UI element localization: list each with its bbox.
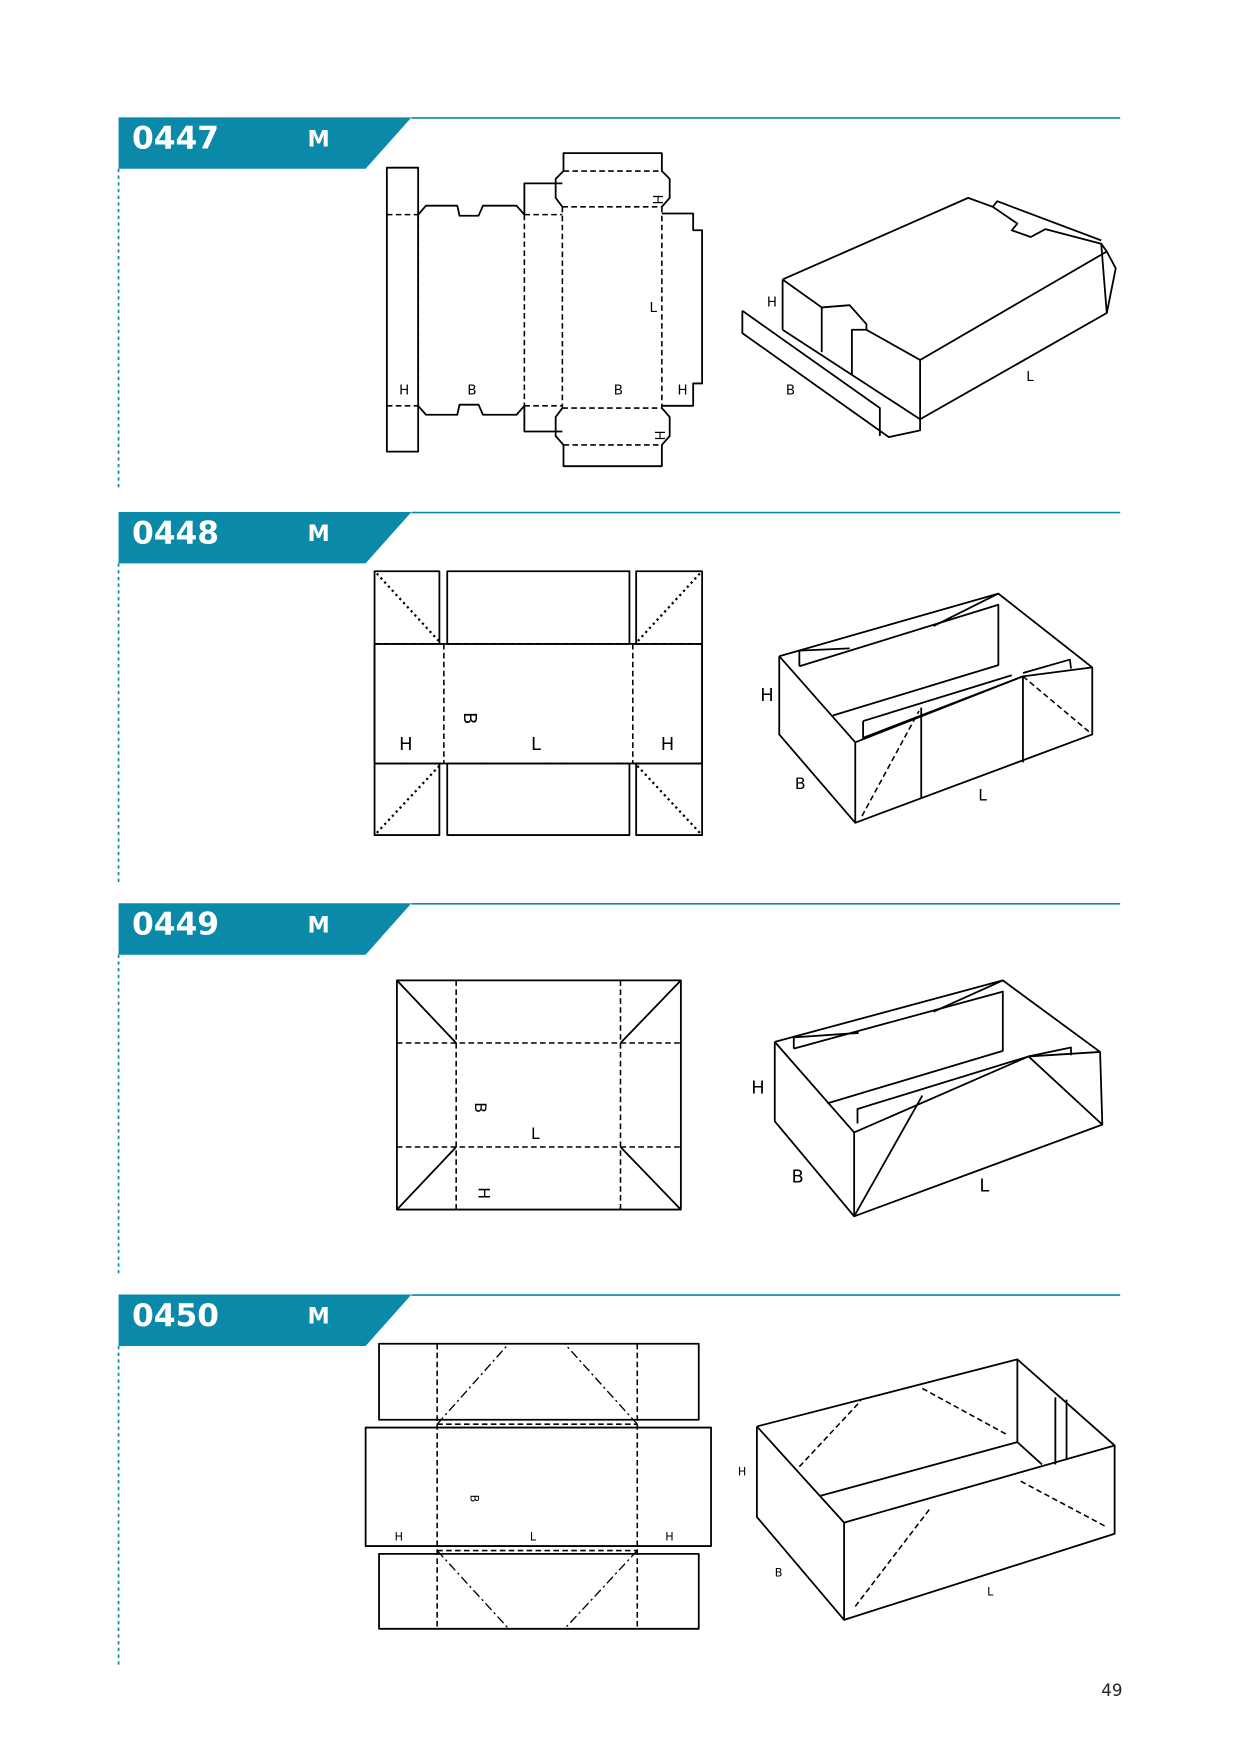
label-b: B xyxy=(786,384,795,399)
die-cut-drawing-0448: H L H B xyxy=(373,570,704,836)
page-number: 49 xyxy=(1101,1680,1122,1700)
section-header-0448: 0448 M xyxy=(117,511,1121,885)
section-header-0449: 0449 M xyxy=(117,902,1121,1276)
label-h: H xyxy=(475,1187,494,1199)
die-cut-drawing-0447: H B B H L H H xyxy=(385,152,704,468)
box-code: 0447 xyxy=(132,121,219,157)
label-h: H xyxy=(399,384,409,399)
section-header-0450: 0450 M xyxy=(117,1294,1121,1668)
box-3d-drawing-0450: H B L xyxy=(738,1358,1116,1621)
header-banner xyxy=(118,512,412,564)
label-h: H xyxy=(760,685,773,706)
material-code: M xyxy=(307,126,329,152)
label-h: H xyxy=(751,1077,764,1098)
label-h: H xyxy=(651,430,666,440)
label-b: B xyxy=(775,1566,783,1579)
label-b: B xyxy=(471,1102,490,1113)
die-cut-drawing-0449: B L H xyxy=(396,979,682,1211)
label-l: L xyxy=(650,301,658,316)
box-code: 0448 xyxy=(132,515,219,551)
header-banner xyxy=(118,903,412,955)
section-header-0447: 0447 M xyxy=(117,117,1121,490)
label-h: H xyxy=(665,1530,673,1543)
label-b: B xyxy=(792,1167,804,1188)
label-h: H xyxy=(767,295,777,310)
box-code: 0449 xyxy=(132,907,219,943)
material-code: M xyxy=(307,1304,329,1330)
label-l: L xyxy=(978,785,987,804)
label-b: B xyxy=(795,774,806,793)
label-h: H xyxy=(678,384,688,399)
label-h: H xyxy=(395,1530,403,1543)
label-h: H xyxy=(649,195,664,205)
material-code: M xyxy=(307,912,329,938)
label-l: L xyxy=(530,1530,537,1543)
label-l: L xyxy=(987,1585,994,1598)
label-h: H xyxy=(738,1466,746,1479)
box-3d-drawing-0447: H B L xyxy=(741,196,1117,438)
header-banner xyxy=(118,117,412,169)
label-l: L xyxy=(979,1176,989,1197)
box-3d-drawing-0449: H B L xyxy=(751,979,1104,1218)
material-code: M xyxy=(307,521,329,547)
label-h: H xyxy=(661,734,674,755)
label-l: L xyxy=(531,734,541,755)
box-code: 0450 xyxy=(132,1298,219,1334)
header-banner xyxy=(118,1294,412,1346)
label-b: B xyxy=(614,384,623,399)
label-b: B xyxy=(467,384,476,399)
label-l: L xyxy=(531,1124,540,1143)
label-h: H xyxy=(399,734,412,755)
label-l: L xyxy=(1026,370,1034,385)
box-3d-drawing-0448: H B L xyxy=(760,592,1094,824)
label-b: B xyxy=(459,712,480,724)
die-cut-drawing-0450: B H L H xyxy=(364,1342,712,1630)
label-b: B xyxy=(468,1495,481,1503)
